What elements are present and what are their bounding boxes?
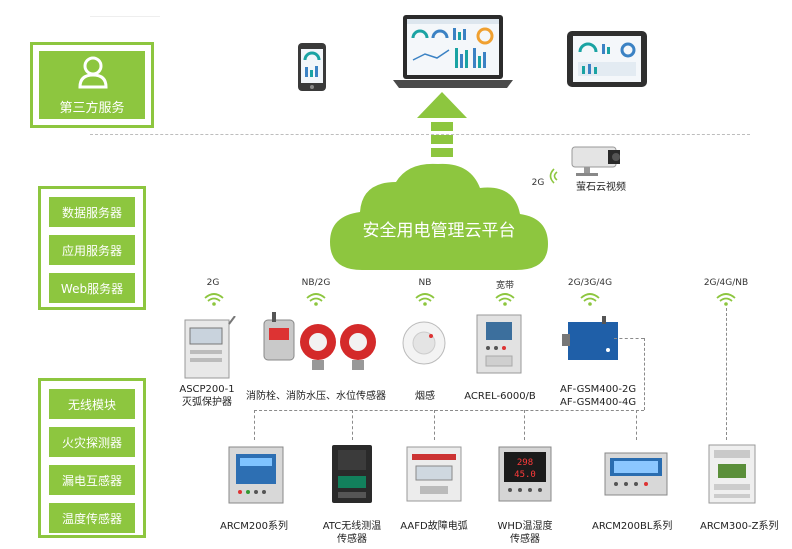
- connector-line: [254, 410, 644, 411]
- wifi-icon: [716, 293, 736, 306]
- hydrant-pressure-sensor-device[interactable]: [258, 312, 382, 372]
- arcm200bl-device[interactable]: [604, 452, 668, 496]
- third-party-panel: 第三方服务: [30, 42, 154, 128]
- device-network-acrel: 宽带: [495, 281, 514, 291]
- device-network-hydrant: NB/2G: [301, 278, 331, 288]
- modules-panel: 无线模块 火灾探测器 漏电互感器 温度传感器: [38, 378, 146, 538]
- acrel-6000-device[interactable]: [476, 314, 522, 374]
- camera-icon: [571, 146, 620, 176]
- server-button-app[interactable]: 应用服务器: [49, 235, 135, 265]
- module-button-wireless[interactable]: 无线模块: [49, 389, 135, 419]
- camera-label: 萤石云视频: [576, 182, 626, 193]
- wifi-icon: [204, 293, 224, 306]
- device-label-ascp200: ASCP200-1 灭弧保护器: [179, 384, 235, 408]
- arcm200-device[interactable]: [228, 446, 284, 504]
- upload-arrow-icon: [417, 92, 467, 157]
- module-button-fire-detector[interactable]: 火灾探测器: [49, 427, 135, 457]
- wifi-icon: [580, 293, 600, 306]
- device-network-gsm: 2G/3G/4G: [567, 278, 613, 288]
- whd-humidity-sensor-device[interactable]: 298 45.0: [498, 446, 552, 502]
- connector-line: [434, 410, 435, 440]
- whd-reading-temp: 298: [517, 458, 533, 468]
- user-icon: [78, 56, 108, 89]
- device-label-atc: ATC无线测温 传感器: [322, 521, 382, 545]
- wifi-icon: [306, 293, 326, 306]
- device-network-ascp200: 2G: [206, 278, 220, 288]
- gsm-module-device[interactable]: [562, 316, 622, 366]
- connector-line: [614, 338, 644, 339]
- whd-reading-humidity: 45.0: [514, 470, 536, 480]
- camera-network: 2G: [531, 178, 545, 188]
- device-network-smoke: NB: [418, 278, 432, 288]
- wifi-icon: [495, 293, 515, 306]
- atc-wireless-temp-sensor-device[interactable]: [328, 444, 376, 504]
- module-button-temperature-sensor[interactable]: 温度传感器: [49, 503, 135, 533]
- separator-top: [90, 134, 750, 135]
- camera-signal-icon: [549, 168, 558, 184]
- arc-protector-device[interactable]: [184, 316, 236, 380]
- aafd-arc-fault-device[interactable]: [406, 446, 462, 502]
- third-party-title: 第三方服务: [59, 101, 125, 116]
- connector-line: [254, 410, 255, 440]
- device-network-arcm300: 2G/4G/NB: [703, 278, 749, 288]
- connector-line: [352, 410, 353, 440]
- device-label-gsm: AF-GSM400-2G AF-GSM400-4G: [560, 384, 637, 408]
- laptop-icon: [393, 15, 513, 88]
- server-button-data[interactable]: 数据服务器: [49, 197, 135, 227]
- connector-line: [636, 410, 637, 440]
- device-label-arcm200bl: ARCM200BL系列: [592, 521, 673, 532]
- device-label-smoke: 烟感: [415, 391, 435, 402]
- server-button-web[interactable]: Web服务器: [49, 273, 135, 303]
- separator-short: [90, 16, 160, 17]
- device-label-aafd: AAFD故障电弧: [400, 521, 468, 532]
- connector-line: [726, 308, 727, 440]
- device-label-arcm300z: ARCM300-Z系列: [700, 521, 779, 532]
- servers-panel: 数据服务器 应用服务器 Web服务器: [38, 186, 146, 310]
- device-label-whd: WHD温湿度 传感器: [497, 521, 553, 545]
- device-label-arcm200: ARCM200系列: [220, 521, 288, 532]
- module-button-leakage-transformer[interactable]: 漏电互感器: [49, 465, 135, 495]
- device-label-hydrant: 消防栓、消防水压、水位传感器: [246, 391, 386, 402]
- tablet-icon: [567, 31, 647, 87]
- connector-line: [644, 338, 645, 410]
- third-party-box[interactable]: 第三方服务: [39, 51, 145, 119]
- connector-line: [524, 410, 525, 440]
- smoke-detector-device[interactable]: [401, 320, 447, 366]
- cloud-shape: [330, 163, 548, 270]
- arcm300z-device[interactable]: [708, 444, 756, 504]
- wifi-icon: [415, 293, 435, 306]
- phone-icon: [298, 43, 326, 91]
- device-label-acrel: ACREL-6000/B: [464, 391, 536, 402]
- cloud-platform-label[interactable]: 安全用电管理云平台: [362, 221, 516, 241]
